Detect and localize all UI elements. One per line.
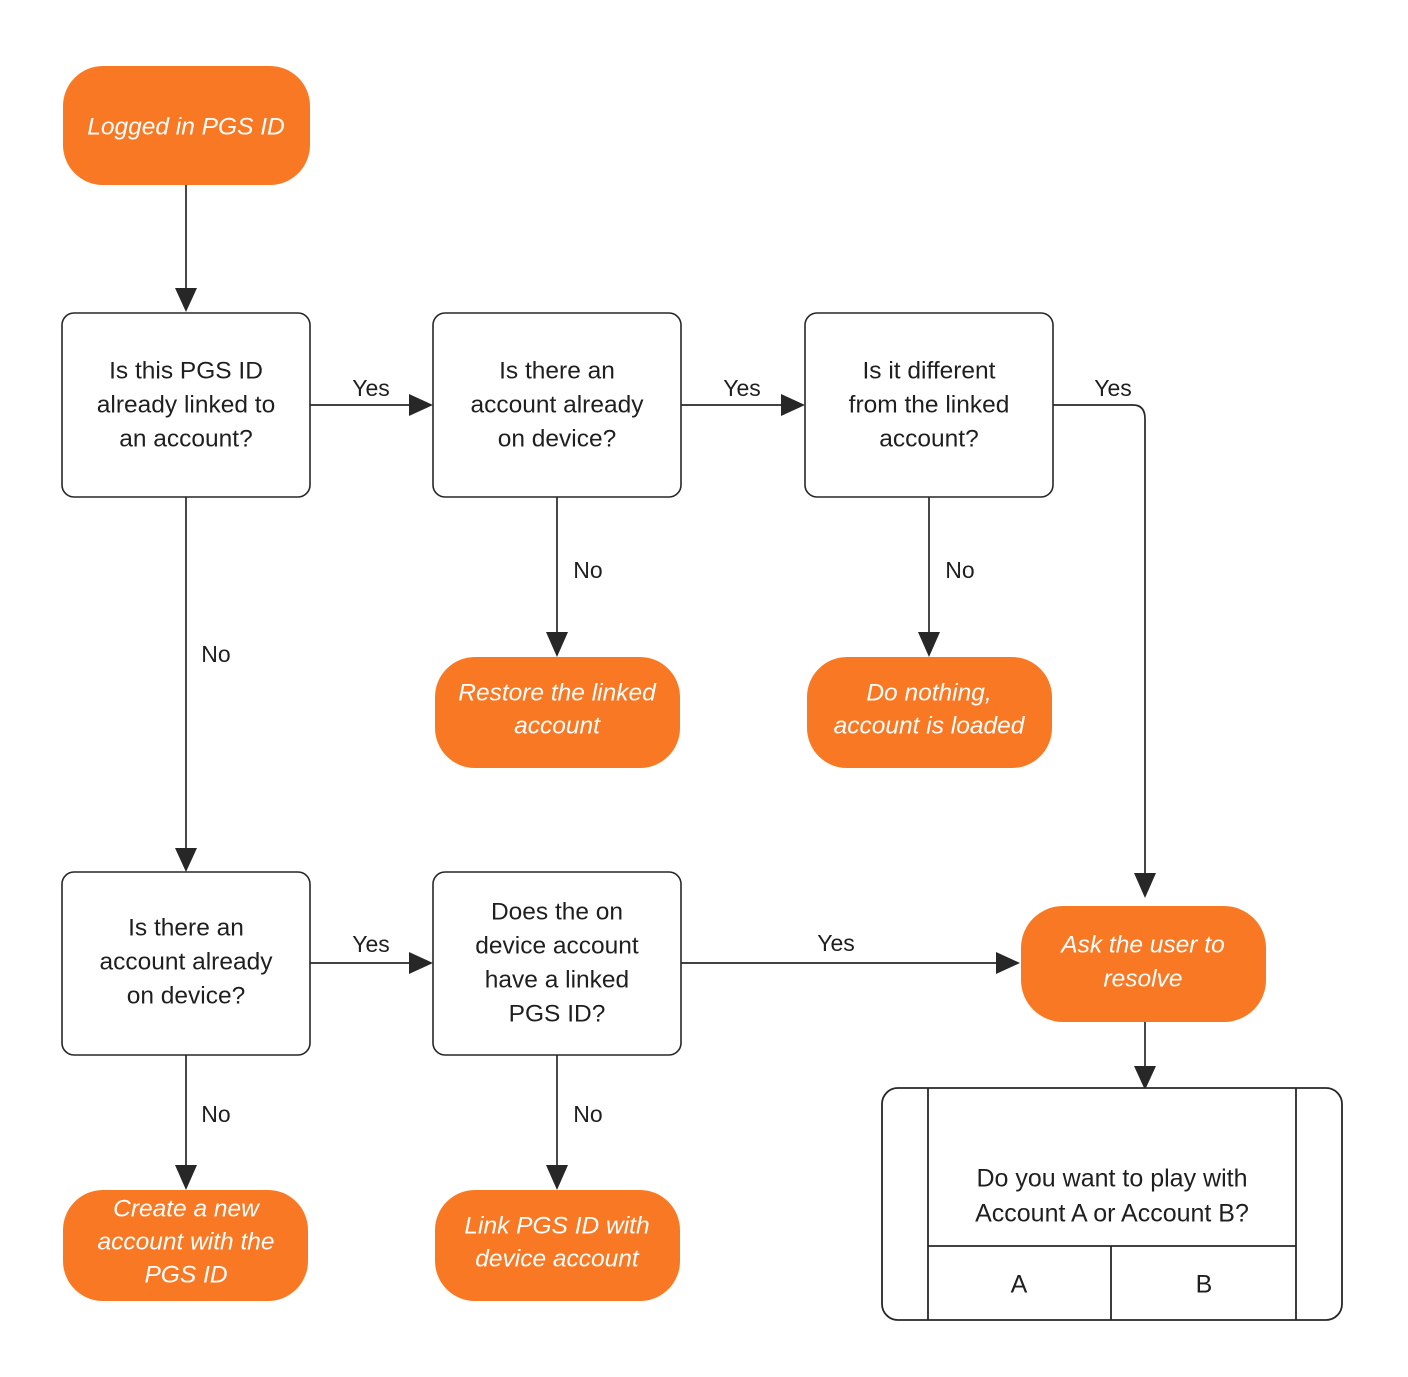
edges-layer — [175, 185, 1156, 1190]
dialog-button-a-label[interactable]: A — [1011, 1271, 1028, 1299]
node-d3-shape — [804, 312, 1054, 498]
node-d5-line4: PGS ID? — [509, 1000, 606, 1027]
edge-label-d4-yes: Yes — [352, 931, 390, 957]
node-d1-line3: an account? — [119, 425, 253, 452]
node-d3-line2: from the linked — [849, 391, 1010, 418]
node-d5-line3: have a linked — [485, 966, 629, 993]
node-restore-line1: Restore the linked — [458, 679, 657, 706]
edge-d4-yes-to-d5 — [310, 952, 433, 974]
node-start-shape — [63, 66, 310, 185]
node-donothing-line1: Do nothing, — [866, 679, 991, 706]
node-d4-shape — [61, 871, 311, 1056]
node-d2-line3: on device? — [498, 425, 617, 452]
node-create-shape — [63, 1190, 308, 1301]
node-d4-line3: on device? — [127, 982, 246, 1009]
edge-labels-layer: Yes No Yes No Yes No Yes No Yes No — [201, 375, 1131, 1127]
node-d5-line2: device account — [475, 932, 639, 959]
node-d2-shape — [432, 312, 682, 498]
dialog-prompt-line2: Account A or Account B? — [975, 1200, 1249, 1228]
edge-d1-yes-to-d2 — [310, 394, 433, 416]
node-restore-line2: account — [514, 712, 601, 739]
dialog-frame — [881, 1087, 1343, 1321]
edge-d2-no-to-restore — [546, 497, 568, 657]
node-ask-line2: resolve — [1104, 965, 1183, 992]
node-d4-line1: Is there an — [128, 914, 244, 941]
node-start[interactable]: Logged in PGS ID — [63, 66, 310, 185]
node-donothing-shape — [807, 657, 1052, 768]
node-decision-account-on-device-top[interactable]: Is there an account already on device? — [432, 312, 682, 498]
node-decision-device-account-linked-pgs[interactable]: Does the on device account have a linked… — [432, 871, 682, 1056]
node-d4-line2: account already — [100, 948, 274, 975]
edge-label-d1-yes: Yes — [352, 375, 390, 401]
node-d5-line1: Does the on — [491, 898, 623, 925]
edge-label-d2-no: No — [573, 557, 602, 583]
edge-label-d5-yes: Yes — [817, 930, 855, 956]
node-link-line2: device account — [475, 1245, 640, 1272]
node-d1-shape — [61, 312, 311, 498]
edge-ask-to-dialog — [1134, 1022, 1156, 1090]
node-d2-line2: account already — [471, 391, 645, 418]
node-d3-line3: account? — [879, 425, 978, 452]
edge-label-d1-no: No — [201, 641, 230, 667]
edge-label-d5-no: No — [573, 1101, 602, 1127]
edge-d3-yes-to-ask — [1053, 404, 1156, 898]
node-donothing-line2: account is loaded — [834, 712, 1026, 739]
edge-label-d2-yes: Yes — [723, 375, 761, 401]
edge-d1-no-to-d4 — [175, 497, 197, 872]
edge-d2-yes-to-d3 — [680, 394, 805, 416]
node-decision-account-on-device-bottom[interactable]: Is there an account already on device? — [61, 871, 311, 1056]
node-terminal-create-new-account[interactable]: Create a new account with the PGS ID — [63, 1190, 308, 1301]
edge-d5-no-to-link — [546, 1055, 568, 1190]
node-ask-line1: Ask the user to — [1059, 931, 1224, 958]
node-terminal-do-nothing[interactable]: Do nothing, account is loaded — [807, 657, 1052, 768]
node-create-line1: Create a new — [113, 1195, 261, 1222]
node-terminal-ask-user-resolve[interactable]: Ask the user to resolve — [1021, 906, 1266, 1022]
node-d1-line1: Is this PGS ID — [109, 357, 263, 384]
dialog-mockup[interactable]: Do you want to play with Account A or Ac… — [881, 1087, 1343, 1321]
edge-label-d3-yes: Yes — [1094, 375, 1132, 401]
node-terminal-link-pgs-id[interactable]: Link PGS ID with device account — [435, 1190, 680, 1301]
edge-label-d4-no: No — [201, 1101, 230, 1127]
edge-d4-no-to-create — [175, 1055, 197, 1190]
node-decision-pgs-id-linked[interactable]: Is this PGS ID already linked to an acco… — [61, 312, 311, 498]
edge-d3-no-to-donothing — [918, 497, 940, 657]
node-d1-line2: already linked to — [97, 391, 275, 418]
node-d5-shape — [432, 871, 682, 1056]
node-terminal-restore-linked-account[interactable]: Restore the linked account — [435, 657, 680, 768]
node-ask-shape — [1021, 906, 1266, 1022]
dialog-button-b-label[interactable]: B — [1196, 1271, 1213, 1299]
edge-d5-yes-to-ask — [680, 952, 1020, 974]
node-d2-line1: Is there an — [499, 357, 615, 384]
node-d3-line1: Is it different — [862, 357, 995, 384]
node-link-line1: Link PGS ID with — [464, 1212, 649, 1239]
node-restore-shape — [435, 657, 680, 768]
node-start-label: Logged in PGS ID — [87, 113, 284, 140]
node-decision-different-from-linked[interactable]: Is it different from the linked account? — [804, 312, 1054, 498]
dialog-prompt-line1: Do you want to play with — [977, 1165, 1248, 1193]
node-create-line2: account with the — [97, 1228, 274, 1255]
node-create-line3: PGS ID — [144, 1261, 227, 1288]
edge-start-to-d1 — [175, 185, 197, 312]
edge-label-d3-no: No — [945, 557, 974, 583]
node-link-shape — [435, 1190, 680, 1301]
